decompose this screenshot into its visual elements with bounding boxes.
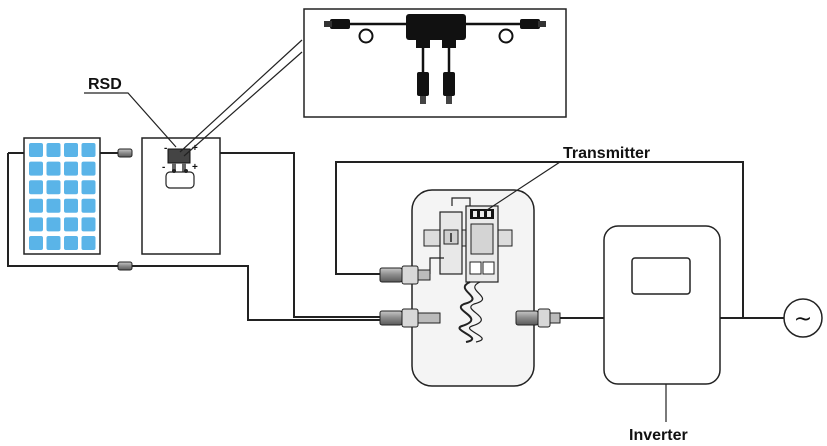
solar-cell (46, 180, 61, 195)
mc4-connector-icon (379, 265, 431, 285)
enclosure-internal-wire (451, 197, 471, 206)
ac-symbol: ~ (794, 307, 812, 332)
panel-connector-top (117, 148, 133, 158)
solar-cell (29, 180, 43, 195)
transmitter-supply-wire (335, 161, 744, 318)
zoom-line-2 (183, 51, 303, 157)
inverter-label: Inverter (629, 427, 688, 444)
enclosure-internal-wire (429, 257, 444, 274)
solar-cell (64, 143, 78, 157)
rsd-plus-top: + (192, 143, 198, 154)
rsd-label: RSD (88, 76, 122, 93)
solar-cell (46, 217, 61, 232)
solar-cell (64, 180, 78, 195)
solar-cell (64, 217, 78, 232)
dc-wire-bottom-return (132, 265, 380, 321)
mc4-connector-icon (379, 308, 441, 328)
solar-cell (46, 198, 61, 213)
solar-cell (46, 161, 61, 176)
ac-sine-icon: ~ (783, 298, 823, 338)
dc-wire-left-loop (7, 153, 118, 267)
solar-cell (81, 180, 96, 195)
solar-cell (46, 143, 61, 157)
rapid-shutdown-device-icon (165, 148, 195, 189)
zoom-line-1 (179, 39, 303, 153)
rsd-minus-top: - (164, 143, 167, 154)
rsd-minus-bottom: - (162, 162, 165, 173)
solar-cell (81, 236, 96, 250)
dc-wire-rsd-to-enclosure (196, 152, 380, 318)
rsd-plus-bottom: + (192, 162, 198, 173)
din-rail-transmitter-icon (465, 205, 499, 283)
solar-panel-cells (29, 143, 96, 250)
solar-cell (29, 161, 43, 176)
solar-cell (81, 161, 96, 176)
transmitter-leader-line (483, 161, 561, 213)
solar-cell (81, 198, 96, 213)
solar-cell (46, 236, 61, 250)
solar-cell (81, 143, 96, 157)
panel-connector-bottom (117, 261, 133, 271)
solar-panel-icon (23, 137, 101, 255)
solar-cell (81, 217, 96, 232)
solar-cell (64, 198, 78, 213)
rsd-detail-callout (303, 8, 567, 118)
rsd-box: - + - + (141, 137, 221, 255)
solar-cell (29, 198, 43, 213)
solar-cell (64, 161, 78, 176)
combiner-enclosure (411, 189, 535, 387)
transmitter-label: Transmitter (563, 145, 650, 162)
mc4-connector-icon (520, 19, 546, 29)
solar-cell (29, 143, 43, 157)
din-breaker-module (439, 211, 463, 275)
mc4-connector-icon (515, 308, 561, 328)
inverter-icon (603, 225, 721, 385)
rsd-leader-line (84, 92, 177, 148)
solar-cell (29, 236, 43, 250)
solar-cell (64, 236, 78, 250)
solar-cell (29, 217, 43, 232)
coil-icon (458, 281, 484, 343)
mc4-connector-icon (324, 19, 350, 29)
